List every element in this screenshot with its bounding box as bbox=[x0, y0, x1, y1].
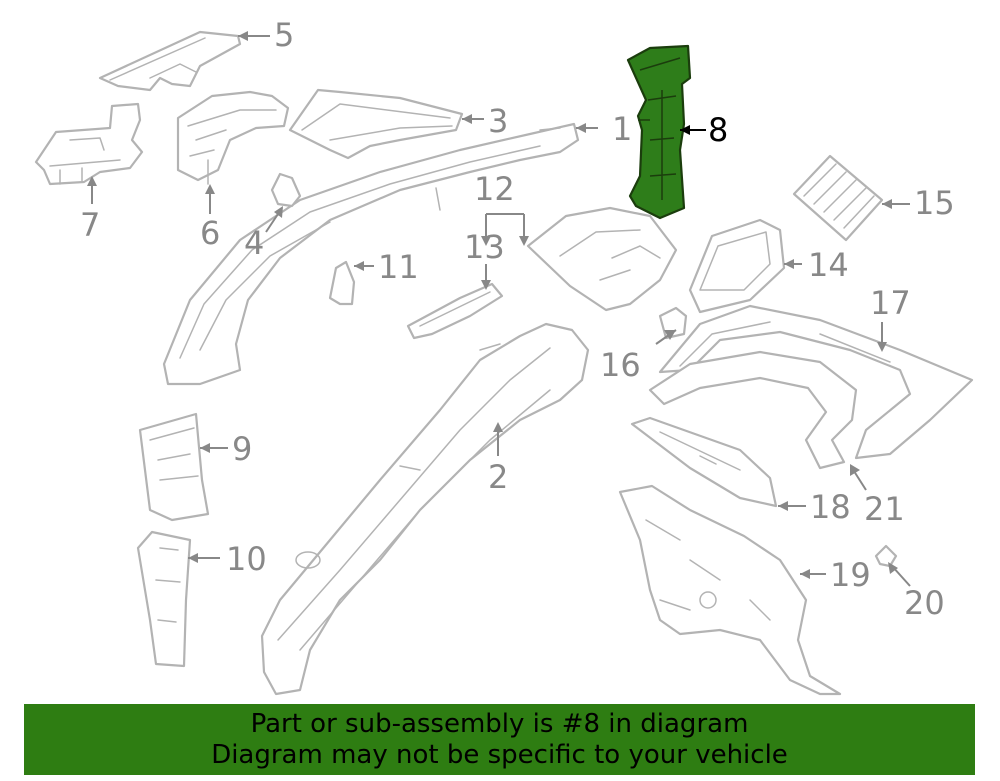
part-17[interactable] bbox=[658, 304, 974, 460]
part-18[interactable] bbox=[630, 416, 778, 508]
callout-17: 17 bbox=[870, 284, 911, 322]
part-9[interactable] bbox=[138, 412, 210, 522]
banner-line-2: Diagram may not be specific to your vehi… bbox=[211, 740, 788, 770]
part-7[interactable] bbox=[34, 102, 144, 186]
callout-21: 21 bbox=[864, 490, 905, 528]
part-12[interactable] bbox=[526, 206, 678, 312]
banner-line-1: Part or sub-assembly is #8 in diagram bbox=[250, 709, 749, 739]
callout-19: 19 bbox=[830, 556, 871, 594]
callout-4: 4 bbox=[244, 224, 264, 262]
part-14[interactable] bbox=[688, 218, 786, 314]
part-13[interactable] bbox=[406, 282, 504, 340]
part-10[interactable] bbox=[136, 530, 192, 668]
part-11[interactable] bbox=[328, 260, 356, 306]
callout-3: 3 bbox=[488, 102, 508, 140]
callout-12: 12 bbox=[474, 170, 515, 208]
part-21[interactable] bbox=[648, 350, 858, 470]
part-5[interactable] bbox=[98, 30, 242, 92]
callout-13: 13 bbox=[464, 228, 505, 266]
callout-8: 8 bbox=[708, 111, 728, 149]
callout-20: 20 bbox=[904, 584, 945, 622]
part-4[interactable] bbox=[270, 172, 302, 208]
callout-2: 2 bbox=[488, 458, 508, 496]
callout-14: 14 bbox=[808, 246, 849, 284]
info-banner: Part or sub-assembly is #8 in diagram Di… bbox=[24, 704, 975, 775]
part-2[interactable] bbox=[260, 322, 590, 696]
callout-11: 11 bbox=[378, 248, 419, 286]
callout-15: 15 bbox=[914, 184, 955, 222]
part-19[interactable] bbox=[618, 484, 842, 696]
callout-18: 18 bbox=[810, 488, 851, 526]
callout-labels: 1 2 3 4 5 6 7 8 9 10 11 12 13 14 15 16 1… bbox=[80, 16, 955, 622]
part-6[interactable] bbox=[176, 90, 290, 185]
leader-lines bbox=[87, 31, 911, 587]
part-15[interactable] bbox=[792, 154, 884, 242]
callout-9: 9 bbox=[232, 430, 252, 468]
part-1[interactable] bbox=[162, 122, 580, 386]
part-3[interactable] bbox=[288, 88, 464, 160]
callout-6: 6 bbox=[200, 214, 220, 252]
callout-1: 1 bbox=[612, 110, 632, 148]
callout-16: 16 bbox=[600, 346, 641, 384]
part-8-highlighted[interactable] bbox=[626, 44, 692, 220]
callout-7: 7 bbox=[80, 206, 100, 244]
callout-10: 10 bbox=[226, 540, 267, 578]
callout-5: 5 bbox=[274, 16, 294, 54]
part-20[interactable] bbox=[874, 544, 898, 568]
